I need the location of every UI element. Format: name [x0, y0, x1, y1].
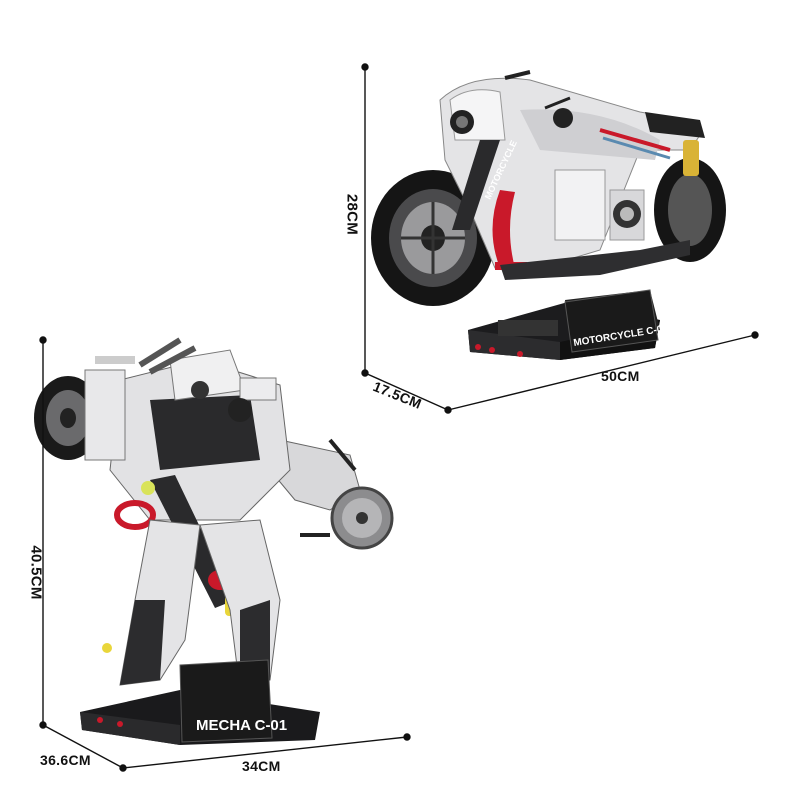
mecha-torso [84, 337, 291, 521]
mecha-dimension-lines [39, 336, 411, 772]
motorcycle-dimension-lines [361, 63, 759, 414]
mecha-model: MECHA C-01 [34, 337, 394, 745]
mecha-nameplate: MECHA C-01 [179, 659, 287, 743]
mecha-depth-label: 36.6CM [40, 752, 91, 768]
motorcycle-width-label: 50CM [601, 368, 640, 384]
motorcycle-nameplate: MOTORCYCLE C-01 [564, 289, 669, 353]
mecha-plate-text: MECHA C-01 [196, 717, 287, 734]
mecha-width-label: 34CM [242, 758, 281, 774]
mecha-height-label: 40.5CM [27, 545, 45, 600]
motorcycle-height-label: 28CM [343, 193, 361, 236]
motorcycle-model: MOTORCYCLE MOTORCYCLE C-01 [371, 70, 726, 360]
mecha-right-arm [269, 438, 394, 550]
rear-wheel [654, 158, 726, 262]
motorcycle-body [439, 70, 705, 280]
